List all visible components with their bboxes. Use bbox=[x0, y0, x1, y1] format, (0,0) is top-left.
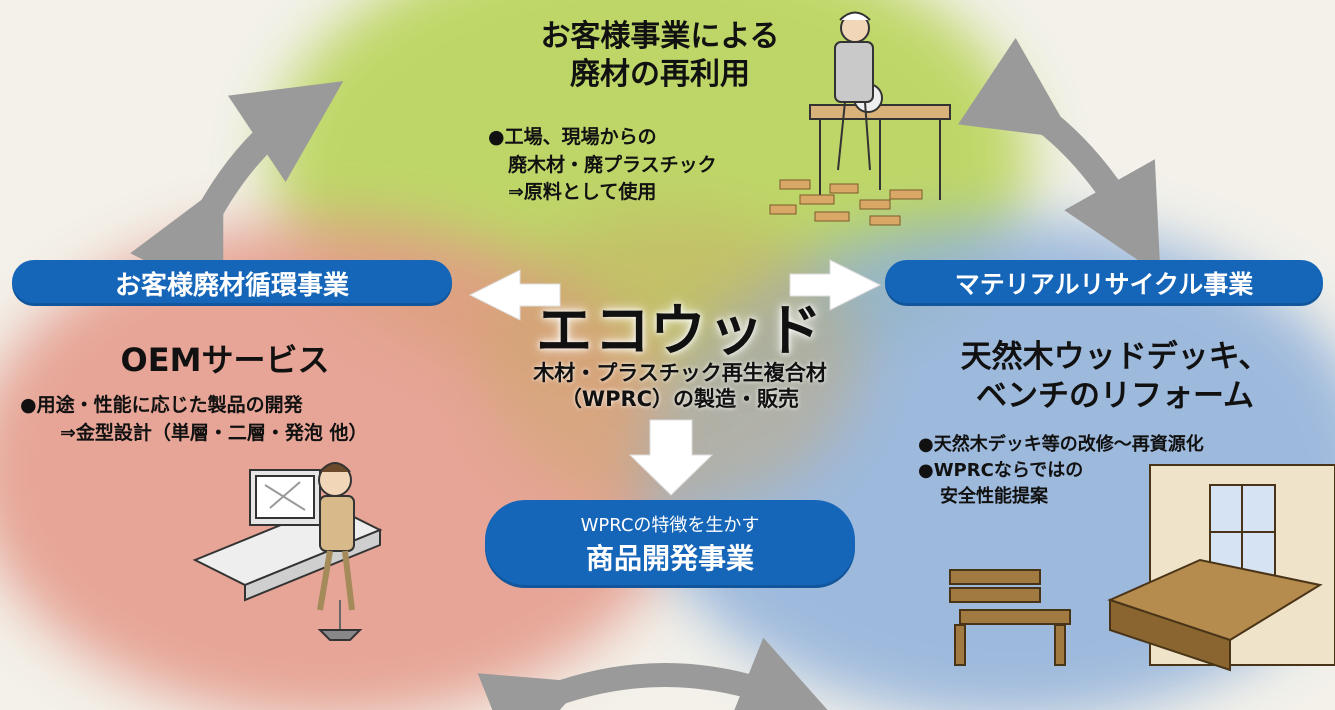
cycle-arrow-top-left bbox=[130, 81, 344, 300]
right-title: 天然木ウッドデッキ、 ベンチのリフォーム bbox=[920, 338, 1310, 416]
center-arrow-right bbox=[789, 259, 882, 311]
office-illustration bbox=[192, 462, 383, 641]
right-bullets: ●天然木デッキ等の改修～再資源化 ●WPRCならではの 安全性能提案 bbox=[918, 432, 1204, 510]
bottom-pill-line1: WPRCの特徴を生かす bbox=[580, 515, 760, 536]
worker-illustration bbox=[769, 11, 951, 226]
center-subtitle-line2: （WPRC）の製造・販売 bbox=[560, 387, 800, 412]
deck-illustration bbox=[949, 464, 1335, 672]
bottom-pill-line2: 商品開発事業 bbox=[585, 542, 754, 575]
top-title: お客様事業による 廃材の再利用 bbox=[510, 18, 810, 93]
top-title-line1: お客様事業による bbox=[540, 19, 780, 54]
center-arrow-left bbox=[468, 269, 561, 321]
left-bullet-2: ⇒金型設計（単層・二層・発泡 他） bbox=[60, 421, 368, 444]
top-bullet-2: 廃木材・廃プラスチック bbox=[508, 153, 717, 176]
center-title: エコウッド bbox=[536, 299, 824, 364]
right-bullet-3: 安全性能提案 bbox=[940, 486, 1048, 508]
right-title-line1: 天然木ウッドデッキ、 bbox=[960, 339, 1270, 375]
left-bullet-1: ●用途・性能に応じた製品の開発 bbox=[20, 394, 303, 416]
cycle-arrow-top-right bbox=[957, 37, 1161, 276]
center-subtitle-line1: 木材・プラスチック再生複合材 bbox=[533, 361, 827, 385]
cycle-arrow-bottom bbox=[477, 637, 835, 710]
top-bullets: ●工場、現場からの 廃木材・廃プラスチック ⇒原料として使用 bbox=[488, 124, 717, 207]
left-bullets: ●用途・性能に応じた製品の開発 ⇒金型設計（単層・二層・発泡 他） bbox=[20, 392, 368, 447]
right-title-line2: ベンチのリフォーム bbox=[975, 377, 1255, 414]
top-bullet-3: ⇒原料として使用 bbox=[508, 181, 657, 204]
right-bullet-2: ●WPRCならではの bbox=[918, 460, 1084, 482]
center-overlap bbox=[480, 210, 860, 510]
bottom-pill: WPRCの特徴を生かす 商品開発事業 bbox=[485, 500, 855, 588]
right-pill: マテリアルリサイクル事業 bbox=[885, 260, 1323, 306]
left-title: OEMサービス bbox=[120, 341, 330, 379]
center-subtitle: 木材・プラスチック再生複合材 （WPRC）の製造・販売 bbox=[470, 360, 890, 413]
left-pill: お客様廃材循環事業 bbox=[12, 260, 452, 306]
top-bullet-1: ●工場、現場からの bbox=[488, 126, 657, 148]
right-bullet-1: ●天然木デッキ等の改修～再資源化 bbox=[918, 434, 1204, 455]
top-title-line2: 廃材の再利用 bbox=[570, 56, 750, 92]
center-arrow-down bbox=[628, 419, 714, 496]
